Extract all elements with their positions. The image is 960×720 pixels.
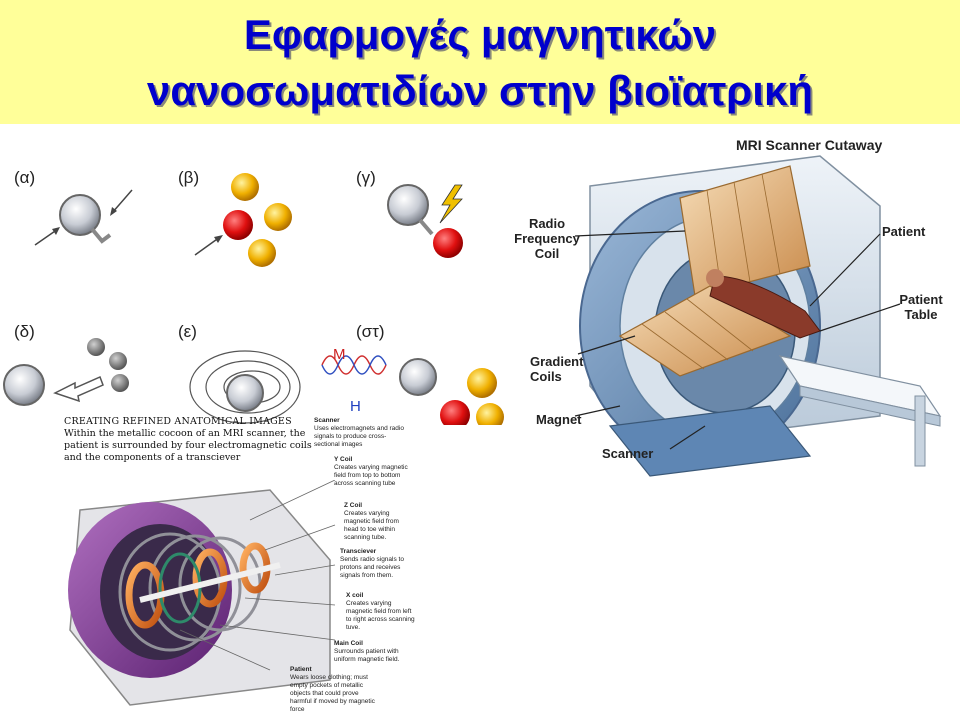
anatomy-xcoil-text: Creates varying magnetic field from left… (346, 600, 415, 631)
anatomy-patient-title: Patient (290, 666, 312, 673)
anatomy-transceiver-text: Sends radio signals to protons and recei… (340, 556, 404, 579)
anatomy-main-coil-note: Main Coil Surrounds patient with uniform… (334, 640, 414, 664)
magnetization-label: M (333, 346, 346, 363)
anatomy-patient-text: Wears loose clothing; must empty pockets… (290, 674, 375, 713)
anatomy-main-coil-title: Main Coil (334, 640, 363, 647)
anatomy-zcoil-note: Z Coil Creates varying magnetic field fr… (344, 502, 414, 542)
panel-c-graphic (387, 184, 463, 258)
anatomy-xcoil-title: X coil (346, 592, 364, 599)
panel-b-graphic (194, 173, 292, 267)
anatomy-intro-text: Within the metallic cocoon of an MRI sca… (64, 428, 312, 463)
mri-cutaway-graphic (574, 155, 942, 477)
panel-label-f: (στ) (356, 322, 385, 341)
label-patient-table: Patient Table (899, 292, 943, 322)
label-patient: Patient (882, 224, 926, 239)
panel-label-b: (β) (178, 168, 200, 187)
panel-label-d: (δ) (14, 322, 35, 341)
panel-f-graphic (321, 355, 504, 425)
slide-title-line-2: νανοσωματιδίων στην βιοϊατρική (146, 67, 814, 114)
anatomy-scanner-note: Scanner Uses electromagnets and radio si… (314, 417, 404, 449)
label-magnet: Magnet (536, 412, 582, 427)
panel-a-graphic (34, 189, 133, 246)
anatomy-heading: CREATING REFINED ANATOMICAL IMAGES (64, 416, 292, 427)
panel-label-a: (α) (14, 168, 36, 187)
panel-label-c: (γ) (356, 168, 376, 187)
slide-title-line-1: Εφαρμογές μαγνητικών (243, 11, 717, 58)
mri-cutaway-title: MRI Scanner Cutaway (736, 137, 883, 153)
anatomy-ycoil-title: Y Coil (334, 456, 353, 463)
nanoparticle-illustrations (3, 173, 504, 425)
anatomy-ycoil-text: Creates varying magnetic field from top … (334, 464, 408, 487)
panel-d-graphic (3, 338, 129, 406)
anatomy-main-coil-text: Surrounds patient with uniform magnetic … (334, 648, 400, 663)
anatomy-transceiver-title: Transciever (340, 548, 377, 555)
anatomy-zcoil-title: Z Coil (344, 502, 363, 509)
label-gradient-coils: Gradient Coils (530, 354, 584, 384)
anatomy-patient-note: Patient Wears loose clothing; must empty… (290, 666, 382, 714)
anatomy-scanner-title: Scanner (314, 417, 340, 424)
anatomy-intro: CREATING REFINED ANATOMICAL IMAGES Withi… (64, 416, 314, 464)
anatomy-scanner-text: Uses electromagnets and radio signals to… (314, 425, 404, 448)
label-radio-frequency-coil: Radio Frequency Coil (514, 216, 580, 261)
panel-e-graphic (189, 350, 301, 424)
anatomy-transceiver-note: Transciever Sends radio signals to proto… (340, 548, 420, 580)
field-label: H (350, 398, 361, 415)
anatomy-zcoil-text: Creates varying magnetic field from head… (344, 510, 399, 541)
anatomy-xcoil-note: X coil Creates varying magnetic field fr… (346, 592, 416, 632)
label-scanner: Scanner (602, 446, 654, 461)
title-band: Εφαρμογές μαγνητικών νανοσωματιδίων στην… (0, 0, 960, 124)
mri-coil-diagram (68, 480, 336, 706)
panel-label-e: (ε) (178, 322, 197, 341)
anatomy-ycoil-note: Y Coil Creates varying magnetic field fr… (334, 456, 409, 488)
